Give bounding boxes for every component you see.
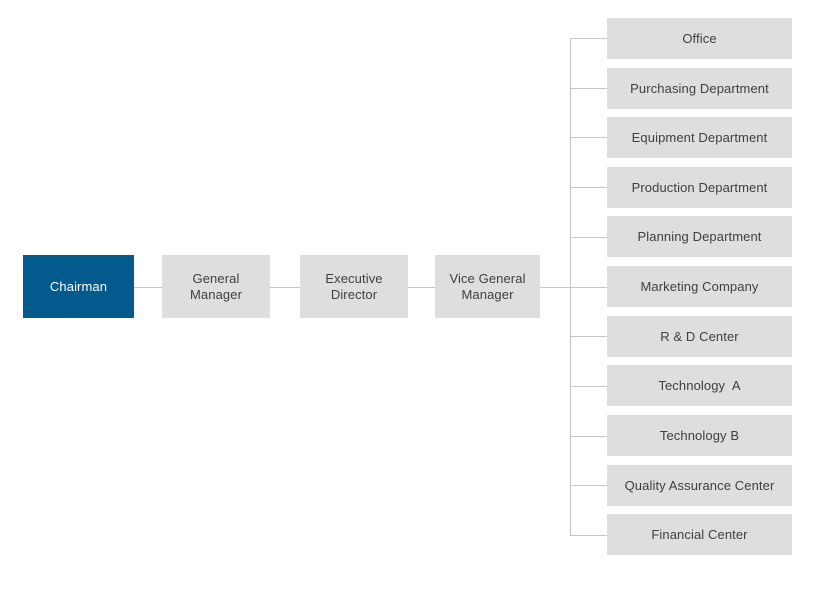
node-financial-center[interactable]: Financial Center [607,514,792,555]
connector-stub-planning-department [570,237,607,238]
connector-stub-equipment-department [570,137,607,138]
connector-stub-technology-a [570,386,607,387]
node-rd-center[interactable]: R & D Center [607,316,792,357]
node-planning-department[interactable]: Planning Department [607,216,792,257]
connector-chairman-to-general-manager [134,287,162,288]
connector-stub-rd-center [570,336,607,337]
node-quality-assurance-center[interactable]: Quality Assurance Center [607,465,792,506]
connector-executive-director-to-vice-general-manager [408,287,435,288]
node-chairman[interactable]: Chairman [23,255,134,318]
node-technology-b[interactable]: Technology B [607,415,792,456]
node-general-manager[interactable]: General Manager [162,255,270,318]
node-marketing-company[interactable]: Marketing Company [607,266,792,307]
node-vice-general-manager[interactable]: Vice General Manager [435,255,540,318]
node-production-department[interactable]: Production Department [607,167,792,208]
connector-stub-office [570,38,607,39]
connector-stub-technology-b [570,436,607,437]
connector-general-manager-to-executive-director [270,287,300,288]
connector-stub-financial-center [570,535,607,536]
connector-stub-production-department [570,187,607,188]
node-technology-a[interactable]: Technology A [607,365,792,406]
node-purchasing-department[interactable]: Purchasing Department [607,68,792,109]
connector-stub-quality-assurance-center [570,485,607,486]
connector-department-trunk [570,38,571,535]
node-equipment-department[interactable]: Equipment Department [607,117,792,158]
node-office[interactable]: Office [607,18,792,59]
connector-stub-purchasing-department [570,88,607,89]
node-executive-director[interactable]: Executive Director [300,255,408,318]
connector-stub-marketing-company [570,287,607,288]
connector-vice-general-manager-to-trunk [540,287,571,288]
